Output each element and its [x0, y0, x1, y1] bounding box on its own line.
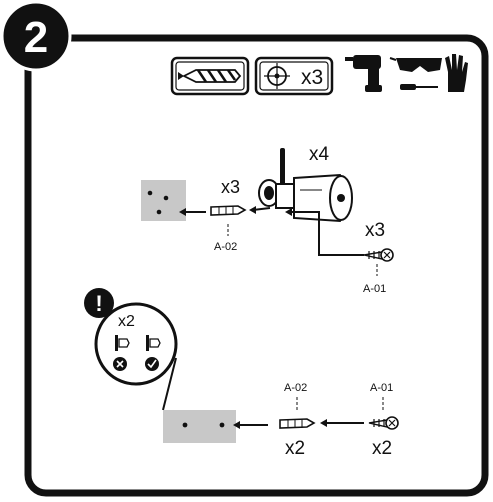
drill-bit-box [170, 56, 250, 96]
arrow-anchor-to-wall [233, 421, 268, 429]
safety-glasses-icon [389, 57, 442, 72]
screw-icon [363, 248, 394, 262]
warning-callout: ! x2 [84, 288, 178, 411]
wall-hole [219, 422, 225, 428]
anchor-code-label: A-02 [214, 241, 237, 253]
bottom-anchor-code-label: A-02 [284, 382, 307, 394]
screw-path-line [285, 208, 364, 256]
bottom-anchor-count-label: x2 [285, 438, 305, 459]
wall-hole [147, 190, 153, 196]
wall-anchor-icon [279, 418, 316, 429]
step-badge: 2 [0, 0, 72, 72]
step-number: 2 [24, 13, 48, 62]
target-hole-icon [264, 63, 290, 89]
camera-count-label: x4 [309, 144, 330, 165]
arrow-camera-to-anchor [249, 206, 271, 214]
warning-badge [84, 288, 114, 318]
wall-panel-top [141, 180, 186, 221]
arrow-screw-to-anchor [320, 419, 364, 427]
arrow-to-wall [179, 208, 206, 216]
screw-not-flush-icon [113, 335, 130, 371]
bottom-screw-count-label: x2 [372, 438, 392, 459]
wall-panel-bottom [163, 410, 236, 443]
screw-code-label: A-01 [363, 283, 386, 295]
warning-count-label: x2 [118, 313, 135, 330]
bottom-screw-code-label: A-01 [370, 382, 393, 394]
hole-count-box: x3 [254, 56, 334, 96]
screw-flush-icon [145, 335, 161, 371]
screw-count-label: x3 [365, 220, 385, 241]
camera-icon [258, 148, 353, 223]
hole-count-label: x3 [301, 66, 323, 89]
step-frame [24, 34, 489, 497]
wall-hole [156, 209, 162, 215]
anchor-count-label: x3 [221, 177, 240, 197]
screwdriver-icon [400, 84, 438, 90]
wall-hole [182, 422, 188, 428]
wall-anchor-icon [210, 205, 247, 216]
warning-symbol: ! [95, 291, 102, 316]
drill-bit-icon [178, 69, 242, 83]
work-glove-icon [445, 54, 468, 92]
power-drill-icon [345, 55, 382, 92]
wall-hole [163, 195, 169, 201]
screw-icon [368, 416, 399, 430]
